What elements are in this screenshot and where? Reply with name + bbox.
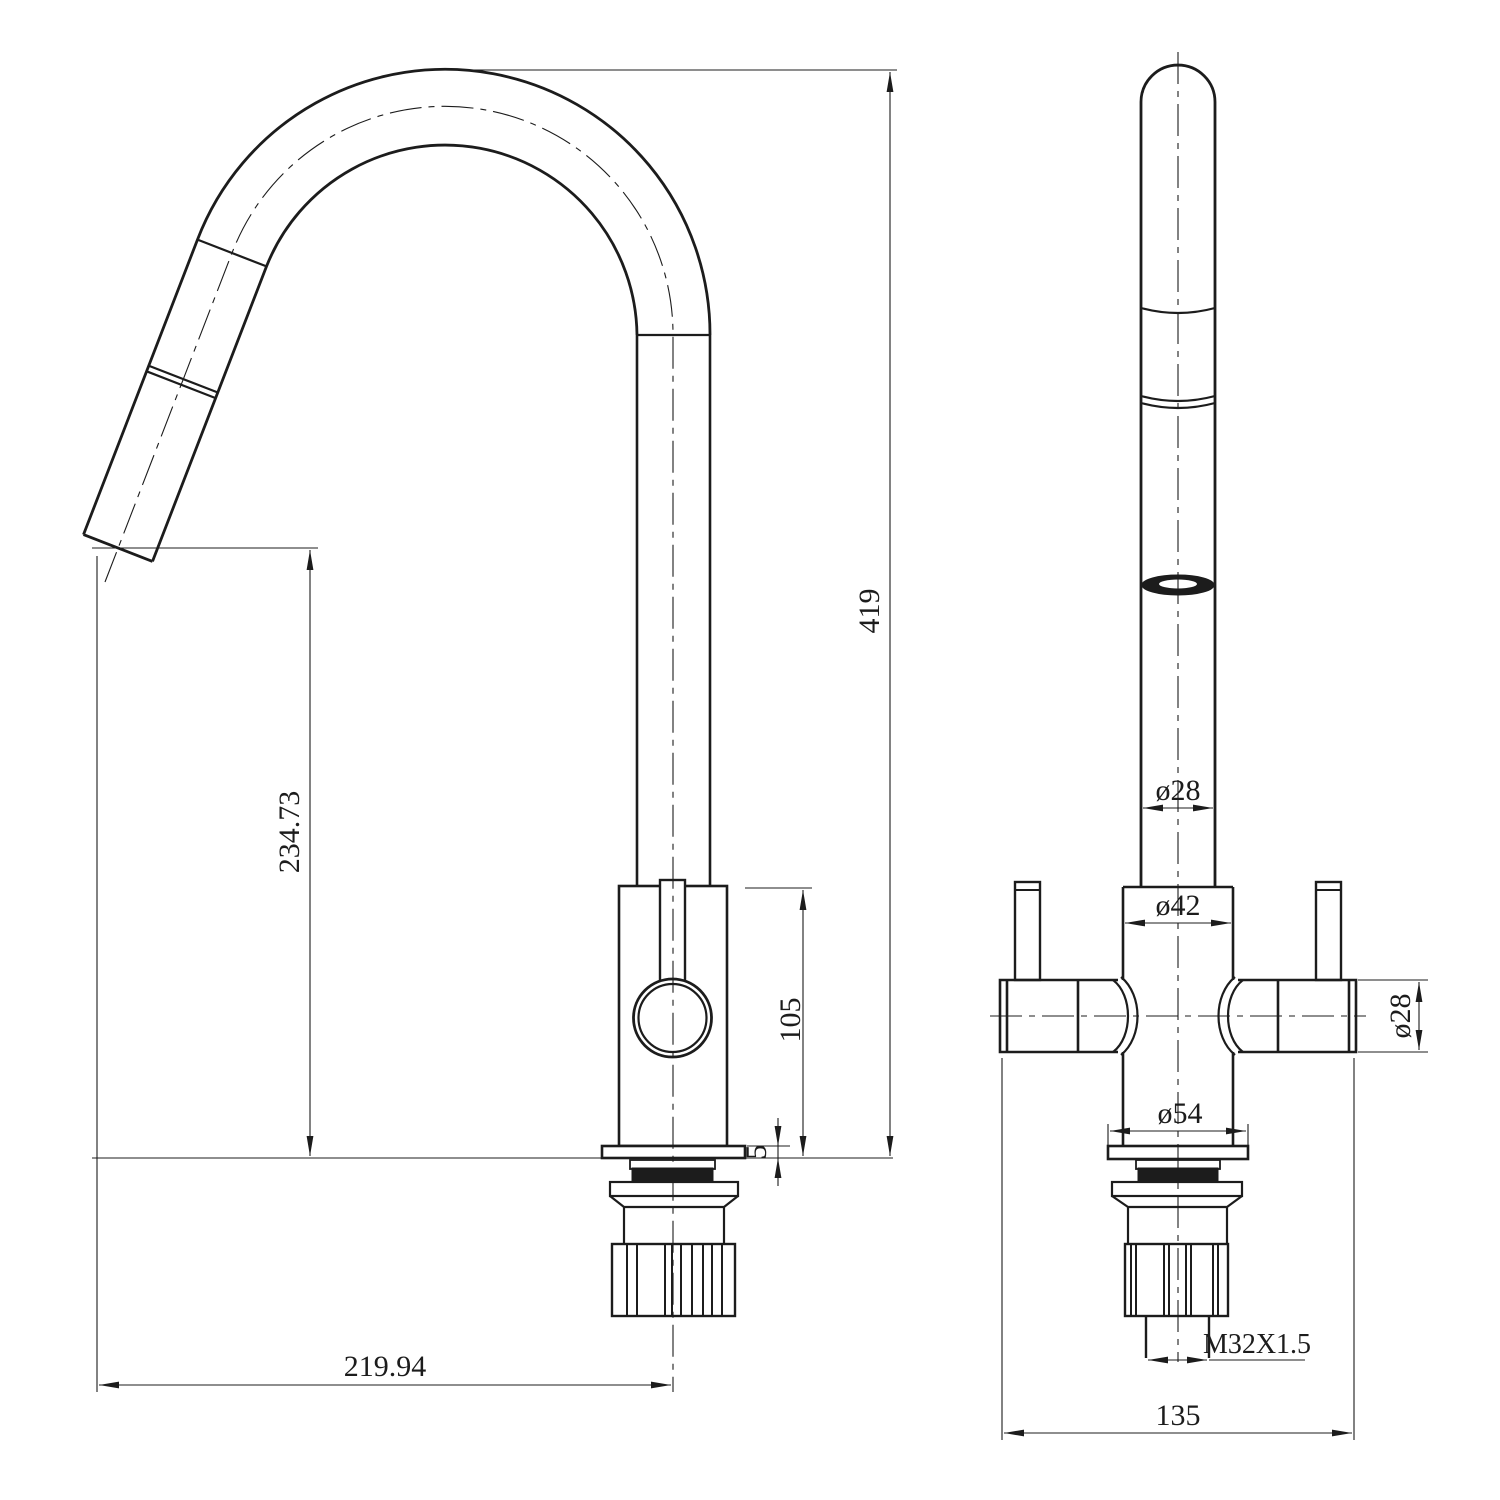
nut-knurling-front [1130,1244,1219,1316]
base-taper-side [609,1195,739,1244]
front-view-dimensions: ø28 ø42 ø54 ø28 M32X1.5 135 [1001,774,1428,1440]
base-step-plate-front [1110,1180,1244,1198]
dim-label-overall-height: 419 [853,589,886,634]
spout-outer-edge [82,67,712,536]
dim-base-flange-diameter: ø54 [1107,1097,1249,1146]
dim-label-spout-reach: 219.94 [344,1350,427,1383]
side-view [82,67,893,1392]
dim-label-deck-plate-thickness: 5 [740,1145,773,1160]
dim-label-body-diameter: ø42 [1156,889,1201,922]
left-handle-lever [1013,880,1042,982]
dim-spray-tip-height: 234.73 [92,547,318,1156]
dim-label-overall-width: 135 [1156,1399,1201,1432]
dim-label-spray-tip-height: 234.73 [273,791,306,874]
left-handle [998,880,1139,1056]
ext-lines [1358,979,1428,1053]
dim-overall-height: 419 [470,69,897,1156]
dim-body-height: 105 [745,887,812,1156]
dim-label-spout-pipe-diameter: ø28 [1156,774,1201,807]
spout-joint-lower-a [1140,394,1216,403]
nut-knurling-side [626,1244,723,1316]
ext-lines [1107,1124,1249,1146]
left-handle-fillet-a [1112,979,1130,1053]
dim-spout-reach: 219.94 [96,556,671,1392]
dim-body-diameter: ø42 [1125,889,1231,927]
base-step-plate-side [608,1180,740,1198]
dim-inlet-thread: M32X1.5 [1148,1329,1311,1364]
front-view [990,52,1366,1362]
mounting-nut-front [1123,1242,1230,1318]
ext-lines [1001,1058,1355,1440]
dim-overall-width: 135 [1001,1058,1355,1440]
spout-inner-edge [151,143,639,562]
right-handle-lever [1314,880,1343,982]
dim-label-inlet-thread: M32X1.5 [1203,1329,1311,1360]
dim-label-handle-diameter: ø28 [1384,994,1417,1039]
side-view-dimensions: 419 234.73 105 5 219.94 [92,69,897,1392]
body-walls [1121,887,1235,1146]
dim-label-body-height: 105 [774,998,807,1043]
dim-handle-diameter: ø28 [1358,979,1428,1053]
dim-deck-plate-thickness: 5 [740,1118,790,1186]
dim-label-base-flange-diameter: ø54 [1158,1097,1203,1130]
threaded-shank [1144,1316,1211,1358]
base-taper-front [1111,1195,1243,1244]
side-centerline [104,105,674,1392]
right-handle [1217,880,1358,1056]
dim-spout-pipe-diameter: ø28 [1143,774,1213,812]
